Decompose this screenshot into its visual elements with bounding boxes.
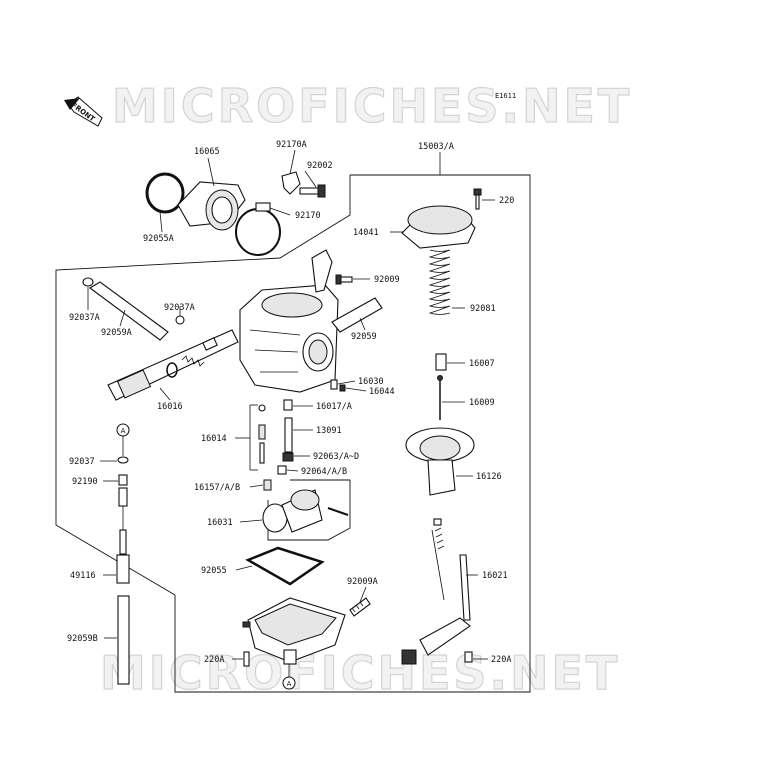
label-16021: 16021 bbox=[482, 571, 508, 581]
label-92009a: 92009A bbox=[347, 577, 378, 587]
part-220a-screw-left bbox=[242, 621, 251, 667]
label-92064: 92064/A/B bbox=[301, 467, 347, 477]
label-92055: 92055 bbox=[201, 566, 227, 576]
label-92037a-left: 92037A bbox=[69, 313, 100, 323]
watermark-bottom: MICROFICHES.NET bbox=[100, 646, 620, 700]
label-49116: 49116 bbox=[70, 571, 96, 581]
label-92170: 92170 bbox=[295, 211, 321, 221]
label-92009: 92009 bbox=[374, 275, 400, 285]
part-14041-top-cover bbox=[401, 205, 476, 249]
diagram-code: E1611 bbox=[495, 92, 516, 100]
label-92059: 92059 bbox=[351, 332, 377, 342]
label-16065: 16065 bbox=[194, 147, 220, 157]
label-92190: 92190 bbox=[72, 477, 98, 487]
part-92037a-clip bbox=[175, 315, 185, 325]
label-16017: 16017/A bbox=[316, 402, 352, 412]
part-92059a-tube bbox=[82, 277, 169, 341]
label-92059a: 92059A bbox=[101, 328, 132, 338]
part-16065-intake-holder bbox=[177, 181, 246, 231]
part-49116-holder bbox=[116, 529, 130, 584]
label-92081: 92081 bbox=[470, 304, 496, 314]
label-92037a-right: 92037A bbox=[164, 303, 195, 313]
part-16007-needle-holder bbox=[435, 353, 447, 371]
circle-ref-a-bottom: A bbox=[282, 676, 296, 690]
part-carburetor-body bbox=[239, 284, 339, 393]
label-92055a: 92055A bbox=[143, 234, 174, 244]
part-92059-tube bbox=[331, 297, 383, 333]
part-16126-diaphragm bbox=[405, 427, 475, 496]
label-92002: 92002 bbox=[307, 161, 333, 171]
part-92170a-clip bbox=[281, 171, 301, 195]
label-14041: 14041 bbox=[353, 228, 379, 238]
part-16014-jet-group bbox=[249, 404, 266, 471]
part-13091-needle-jet bbox=[284, 417, 293, 453]
part-92081-spring bbox=[428, 249, 451, 315]
part-220-screw bbox=[473, 188, 482, 210]
part-92064-washer bbox=[277, 465, 287, 475]
part-220a-screw-right bbox=[464, 651, 473, 663]
label-92063: 92063/A~D bbox=[313, 452, 359, 462]
part-labels: 16065 92170A 92002 92170 92055A 15003/A … bbox=[67, 140, 514, 665]
part-92059b-tube bbox=[117, 595, 130, 685]
part-92170-clamp bbox=[235, 202, 281, 256]
label-92059b: 92059B bbox=[67, 634, 98, 644]
label-16157: 16157/A/B bbox=[194, 483, 240, 493]
label-220: 220 bbox=[499, 196, 514, 206]
label-16031: 16031 bbox=[207, 518, 233, 528]
label-220a-left: 220A bbox=[204, 655, 224, 665]
part-16017-pilot-jet bbox=[283, 399, 293, 411]
part-92063-main-jet bbox=[282, 452, 294, 462]
label-16030: 16030 bbox=[358, 377, 384, 387]
front-arrow-icon: FRONT bbox=[64, 96, 103, 127]
part-16009-jet-needle bbox=[437, 375, 443, 420]
label-220a-right: 220A bbox=[491, 655, 511, 665]
svg-text:A: A bbox=[287, 680, 292, 688]
assembly-frame bbox=[55, 174, 531, 693]
label-13091: 13091 bbox=[316, 426, 342, 436]
part-92009-screw bbox=[335, 274, 353, 285]
circle-ref-a-top: A bbox=[116, 423, 130, 437]
watermark-top: MICROFICHES.NET bbox=[112, 79, 632, 133]
part-16157-valve bbox=[263, 479, 272, 491]
part-92009a-drain-screw bbox=[349, 597, 371, 617]
label-92037: 92037 bbox=[69, 457, 95, 467]
label-15003: 15003/A bbox=[418, 142, 454, 152]
part-92055a-oring bbox=[145, 172, 185, 214]
part-92055-gasket bbox=[245, 546, 325, 586]
part-16021-cable bbox=[401, 518, 471, 665]
label-16126: 16126 bbox=[476, 472, 502, 482]
part-16016-starter-plunger bbox=[107, 329, 239, 401]
part-92037-clip bbox=[117, 456, 129, 464]
label-16016: 16016 bbox=[157, 402, 183, 412]
label-16014: 16014 bbox=[201, 434, 227, 444]
label-16007: 16007 bbox=[469, 359, 495, 369]
svg-text:A: A bbox=[121, 427, 126, 435]
leader-lines bbox=[87, 149, 495, 677]
part-16030-16044 bbox=[330, 379, 346, 392]
part-throttle-bracket bbox=[311, 249, 333, 293]
label-16044: 16044 bbox=[369, 387, 395, 397]
part-16031-float-box bbox=[262, 479, 351, 541]
part-92002-bolt bbox=[299, 184, 326, 198]
part-92190-tube bbox=[118, 474, 128, 507]
label-16009: 16009 bbox=[469, 398, 495, 408]
part-float-bowl bbox=[247, 597, 346, 665]
label-92170a: 92170A bbox=[276, 140, 307, 150]
